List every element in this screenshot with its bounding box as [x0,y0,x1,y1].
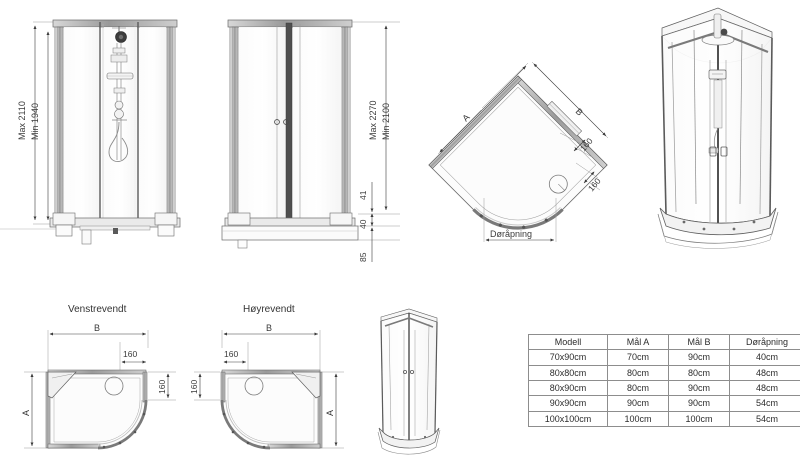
cell-dorapning: 54cm [729,410,800,428]
table-row: 70x90cm 70cm 90cm 40cm [528,349,800,366]
plan-right-offset-side: 160 [189,380,199,394]
spec-header-dorapning: Døråpning [729,333,800,351]
plan-right-title: Høyrevendt [243,304,295,315]
spec-header-mal-b: Mål B [668,333,730,351]
front-dim-40: 40 [358,219,368,229]
cell-mal-b: 80cm [668,364,730,382]
side-max-height-label: Max 2110 [17,101,27,140]
perspective-handle-left-icon [709,146,717,157]
table-row: 90x90cm 90cm 90cm 54cm [528,395,800,412]
plan-label-b: B [574,106,585,117]
shower-tray-side [0,212,181,245]
plan-left-label-a: A [21,410,31,416]
table-row: 80x90cm 80cm 90cm 48cm [528,380,800,397]
cell-mal-b: 100cm [668,410,730,428]
cell-mal-b: 90cm [668,349,730,366]
cell-mal-b: 90cm [668,395,730,412]
plan-right-label-b: B [266,323,272,333]
plan-left-offset-top: 160 [123,349,137,359]
plan-left-offset-side: 160 [157,380,167,394]
cell-modell: 100x100cm [528,410,608,428]
cell-mal-b: 90cm [668,380,730,397]
cell-modell: 90x90cm [528,395,608,412]
drain-icon-right [244,376,264,396]
view-plan-right [194,330,344,450]
small-handle-left-icon [402,369,407,374]
front-elevation-dimensions [352,21,400,262]
plan-label-a: A [460,112,471,123]
view-plan-rotated [428,61,609,242]
cell-dorapning: 48cm [729,364,800,382]
drain-icon-left [104,376,124,396]
plan-left-title: Venstrevendt [68,304,127,315]
perspective-shower-fittings [701,13,735,154]
spec-header-modell: Modell [528,333,608,351]
plan-right-offset-top: 160 [224,349,238,359]
plan-right-label-a: A [325,410,335,416]
view-perspective-small [377,308,441,455]
front-dim-41: 41 [358,190,368,200]
cell-dorapning: 40cm [729,349,800,366]
spec-header-mal-a: Mål A [607,333,669,351]
cell-modell: 80x80cm [528,364,608,382]
shower-column-icon [106,26,134,163]
front-min-height-label: Min 2100 [381,103,391,140]
perspective-handle-right-icon [720,146,728,157]
plan-door-opening-label: Døråpning [490,229,532,239]
cell-modell: 80x90cm [528,380,608,397]
plan-left-label-b: B [94,323,100,333]
cell-mal-a: 90cm [607,395,669,412]
view-perspective-large [657,7,779,249]
table-row: 100x100cm 100cm 100cm 54cm [528,410,800,428]
cell-mal-a: 70cm [607,349,669,366]
view-side-elevation [0,19,181,245]
front-max-height-label: Max 2270 [368,100,378,140]
small-handle-right-icon [409,369,414,374]
door-handle-left-icon [274,119,280,125]
front-dim-85: 85 [358,252,368,262]
view-plan-left [24,330,176,450]
cell-dorapning: 48cm [729,380,800,397]
cell-dorapning: 54cm [729,395,800,412]
spec-table: Modell Mål A Mål B Døråpning 70x90cm 70c… [528,333,800,428]
cell-modell: 70x90cm [528,349,608,366]
cell-mal-a: 80cm [607,380,669,397]
view-front-elevation [221,19,359,249]
cell-mal-a: 80cm [607,364,669,382]
table-row: 80x80cm 80cm 80cm 48cm [528,364,800,382]
spec-table-header-row: Modell Mål A Mål B Døråpning [528,333,800,351]
cell-mal-a: 100cm [607,410,669,428]
side-min-height-label: Min 1940 [30,103,40,140]
door-handle-right-icon [283,119,289,125]
